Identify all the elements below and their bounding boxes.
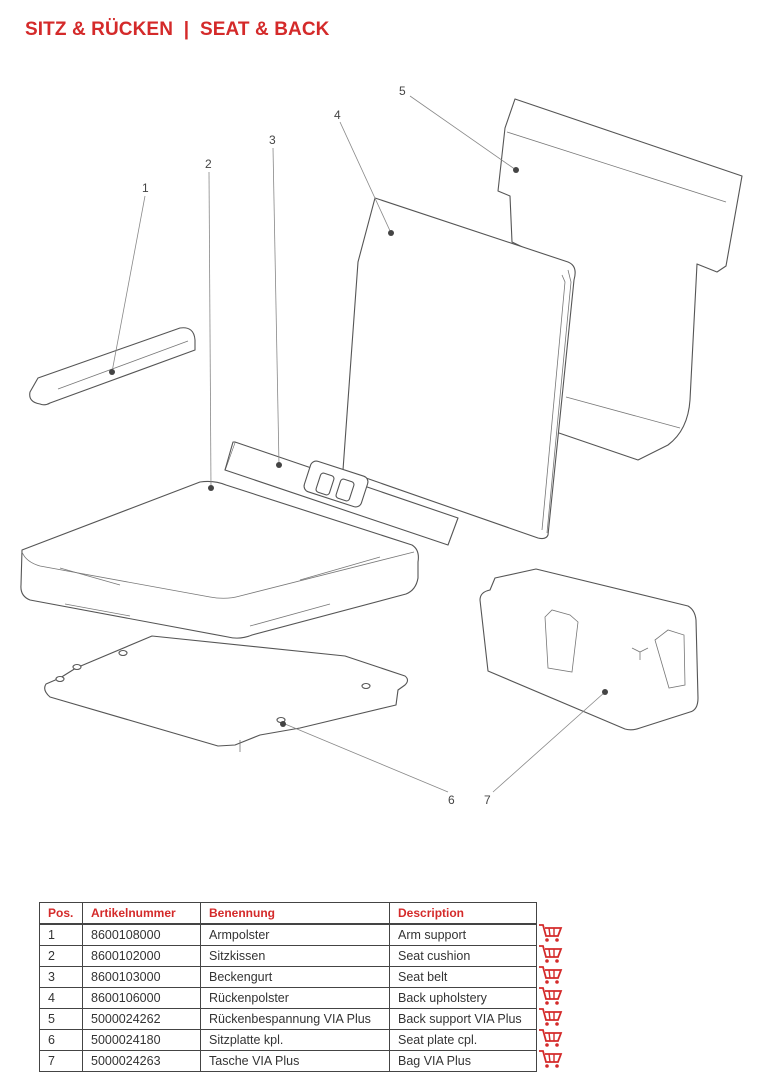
- part-seat-cushion: [20, 480, 419, 639]
- cell-description: Back upholstery: [389, 987, 537, 1009]
- cell-pos: 2: [39, 945, 83, 967]
- cell-name: Armpolster: [200, 923, 390, 946]
- cell-pos: 1: [39, 923, 83, 946]
- cell-pos: 3: [39, 966, 83, 988]
- part-back-upholstery: [342, 197, 576, 540]
- cell-article-number: 8600106000: [82, 987, 201, 1009]
- callout-1: 1: [142, 181, 149, 195]
- cart-column: [537, 922, 567, 1069]
- parts-table: Pos. Artikelnummer Benennung Description…: [39, 902, 537, 1072]
- table-header-row: Pos. Artikelnummer Benennung Description: [39, 902, 537, 925]
- table-row: 5 5000024262 Rückenbespannung VIA Plus B…: [39, 1008, 537, 1030]
- page-title: SITZ & RÜCKEN | SEAT & BACK: [25, 19, 330, 40]
- table-row: 7 5000024263 Tasche VIA Plus Bag VIA Plu…: [39, 1050, 537, 1072]
- table-row: 4 8600106000 Rückenpolster Back upholste…: [39, 987, 537, 1009]
- table-row: 3 8600103000 Beckengurt Seat belt: [39, 966, 537, 988]
- callout-4: 4: [334, 108, 341, 122]
- cell-name: Sitzkissen: [200, 945, 390, 967]
- cart-icon[interactable]: [537, 1006, 563, 1027]
- cart-icon[interactable]: [537, 922, 563, 943]
- cell-description: Arm support: [389, 923, 537, 946]
- cell-pos: 4: [39, 987, 83, 1009]
- callout-3: 3: [269, 133, 276, 147]
- cell-article-number: 8600103000: [82, 966, 201, 988]
- part-seat-plate: [44, 635, 409, 752]
- part-bag: [479, 568, 699, 731]
- table-row: 6 5000024180 Sitzplatte kpl. Seat plate …: [39, 1029, 537, 1051]
- callout-2: 2: [205, 157, 212, 171]
- header-pos: Pos.: [39, 902, 83, 925]
- cell-description: Seat belt: [389, 966, 537, 988]
- callout-5: 5: [399, 84, 406, 98]
- table-row: 1 8600108000 Armpolster Arm support: [39, 923, 537, 946]
- cart-icon[interactable]: [537, 1048, 563, 1069]
- cell-pos: 6: [39, 1029, 83, 1051]
- exploded-view-drawing: 1 2 3 4 5 6 7: [20, 84, 743, 807]
- cell-name: Sitzplatte kpl.: [200, 1029, 390, 1051]
- cell-description: Bag VIA Plus: [389, 1050, 537, 1072]
- cell-description: Back support VIA Plus: [389, 1008, 537, 1030]
- cell-name: Rückenpolster: [200, 987, 390, 1009]
- cell-article-number: 8600108000: [82, 923, 201, 946]
- cell-name: Rückenbespannung VIA Plus: [200, 1008, 390, 1030]
- header-article-number: Artikelnummer: [82, 902, 201, 925]
- cell-name: Tasche VIA Plus: [200, 1050, 390, 1072]
- callout-7: 7: [484, 793, 491, 807]
- cell-article-number: 5000024263: [82, 1050, 201, 1072]
- callout-6: 6: [448, 793, 455, 807]
- cell-pos: 5: [39, 1008, 83, 1030]
- table-row: 2 8600102000 Sitzkissen Seat cushion: [39, 945, 537, 967]
- cart-icon[interactable]: [537, 943, 563, 964]
- cart-icon[interactable]: [537, 985, 563, 1006]
- cart-icon[interactable]: [537, 1027, 563, 1048]
- header-description: Description: [389, 902, 537, 925]
- cell-article-number: 5000024262: [82, 1008, 201, 1030]
- cart-icon[interactable]: [537, 964, 563, 985]
- part-seat-belt: [224, 441, 459, 546]
- cell-description: Seat cushion: [389, 945, 537, 967]
- cell-pos: 7: [39, 1050, 83, 1072]
- cell-article-number: 8600102000: [82, 945, 201, 967]
- cell-description: Seat plate cpl.: [389, 1029, 537, 1051]
- cell-name: Beckengurt: [200, 966, 390, 988]
- part-arm-support: [29, 327, 196, 406]
- leader-lines: [111, 95, 606, 793]
- leader-dots: [109, 167, 608, 727]
- cell-article-number: 5000024180: [82, 1029, 201, 1051]
- header-name: Benennung: [200, 902, 390, 925]
